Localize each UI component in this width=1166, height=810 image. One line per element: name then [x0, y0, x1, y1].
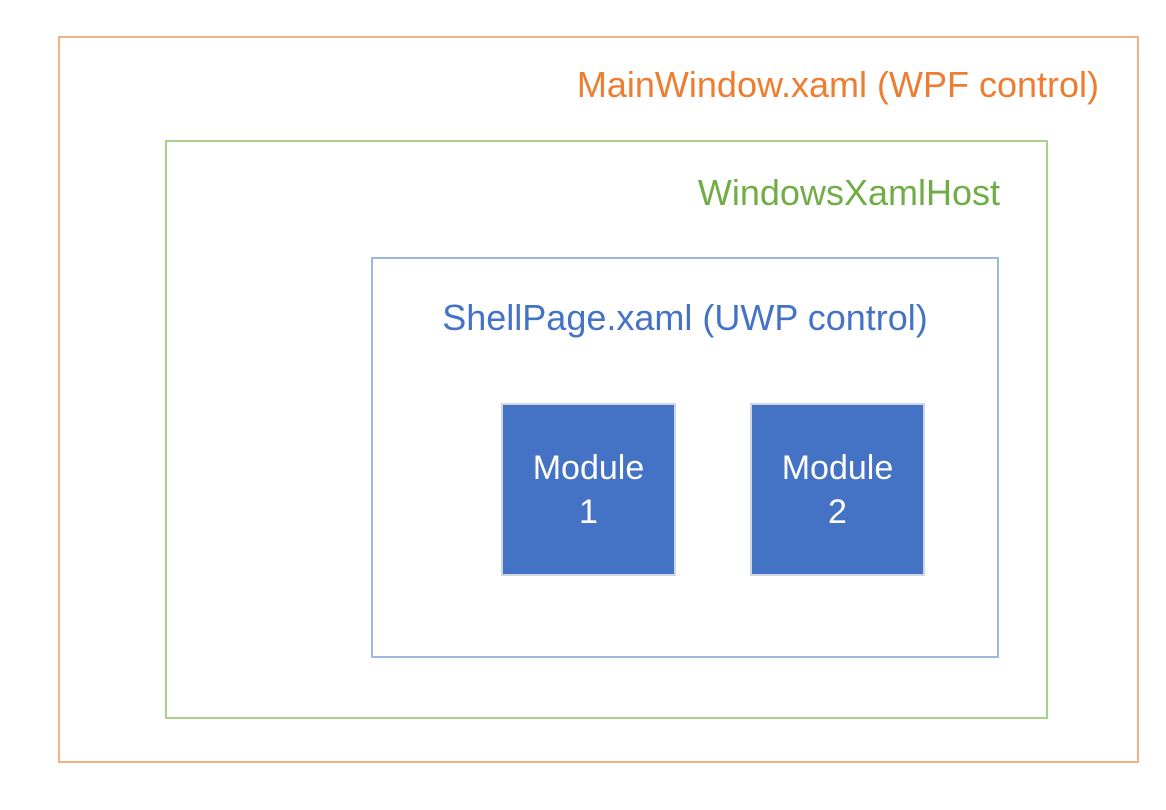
shellpage-uwp-box: ShellPage.xaml (UWP control) Module 1 Mo…: [371, 257, 999, 658]
mainwindow-wpf-box: MainWindow.xaml (WPF control) WindowsXam…: [58, 36, 1139, 763]
module-1-number: 1: [579, 492, 598, 531]
windowsxamlhost-box: WindowsXamlHost ShellPage.xaml (UWP cont…: [165, 140, 1048, 719]
windowsxamlhost-label: WindowsXamlHost: [697, 172, 1000, 213]
module-1-box: Module 1: [501, 403, 676, 576]
mainwindow-wpf-label: MainWindow.xaml (WPF control): [576, 64, 1099, 105]
module-2-name: Module: [781, 448, 894, 487]
shellpage-uwp-label: ShellPage.xaml (UWP control): [442, 297, 928, 338]
module-2-number: 2: [828, 492, 847, 531]
module-2-box: Module 2: [750, 403, 925, 576]
module-1-name: Module: [532, 448, 645, 487]
